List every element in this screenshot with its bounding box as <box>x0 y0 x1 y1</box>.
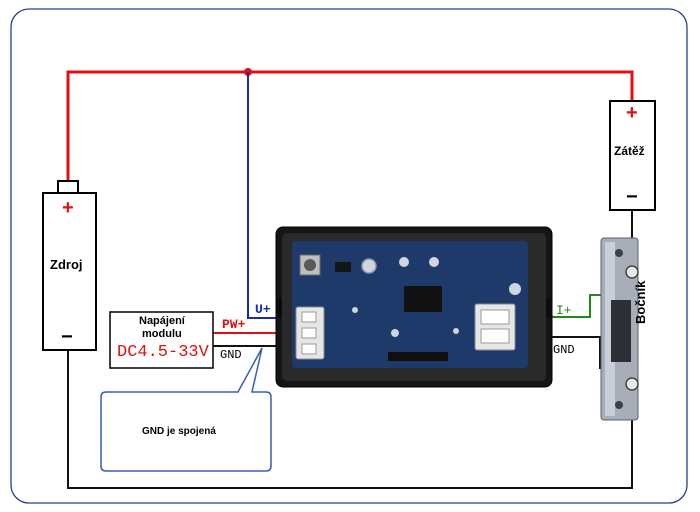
housing-notch-right <box>546 298 552 318</box>
shunt-resistor <box>600 237 639 421</box>
load-label: Zátěž <box>614 144 645 158</box>
module-power-box-outer <box>109 311 214 369</box>
pcb-hole-4 <box>509 283 521 295</box>
pcb-hole-3 <box>429 257 439 267</box>
callout-bubble <box>100 347 272 472</box>
left-connector-pin-1 <box>301 311 317 323</box>
shunt-screw-top <box>625 265 639 279</box>
supply-battery <box>42 180 97 351</box>
current-pin-label: I+ <box>556 303 572 318</box>
pcb-pad-3 <box>453 328 459 334</box>
module-power-label-1: Napájení <box>139 315 185 327</box>
shunt-hole-bottom <box>615 401 623 409</box>
supply-minus-sign: − <box>61 326 73 348</box>
voltage-pin-label: U+ <box>255 302 271 317</box>
load-plus-sign: + <box>626 102 638 124</box>
pcb-pad-1 <box>391 329 399 337</box>
ground-pin-label-left: GND <box>220 348 242 362</box>
shunt-highlight <box>605 242 615 416</box>
module-power-label-2: modulu <box>142 328 182 340</box>
power-pin-label: PW+ <box>222 317 246 332</box>
supply-battery-terminal <box>57 180 79 194</box>
supply-plus-sign: + <box>62 197 74 219</box>
shunt-screw-bottom <box>625 377 639 391</box>
left-connector-pin-3 <box>301 343 317 355</box>
meter-module <box>275 226 553 388</box>
push-button-cap <box>304 259 316 271</box>
callout-text: GND je spojená <box>142 426 216 437</box>
load-box <box>609 100 656 211</box>
ground-return-wire <box>67 350 633 489</box>
small-chip <box>335 262 351 272</box>
shunt-hole-top <box>615 249 623 257</box>
right-connector-pin-2 <box>480 328 510 344</box>
load-minus-sign: − <box>626 186 638 208</box>
pin-header <box>388 352 448 361</box>
shunt-label: Bočník <box>633 280 648 324</box>
housing-notch-left <box>276 298 282 318</box>
right-connector-pin-1 <box>480 309 510 325</box>
module-power-box <box>109 311 214 369</box>
ground-pin-label-right: GND <box>553 343 575 357</box>
main-chip <box>404 286 442 312</box>
shunt-element <box>611 300 631 362</box>
pcb-pad-2 <box>352 307 358 313</box>
supply-battery-body <box>42 192 97 351</box>
diagram-frame <box>10 8 688 504</box>
left-connector-pin-2 <box>301 327 317 339</box>
positive-wire <box>66 70 634 181</box>
pcb-hole-1 <box>361 258 377 274</box>
pcb-hole-2 <box>399 257 409 267</box>
module-voltage-label: DC4.5-33V <box>117 343 209 362</box>
supply-label: Zdroj <box>50 257 83 272</box>
